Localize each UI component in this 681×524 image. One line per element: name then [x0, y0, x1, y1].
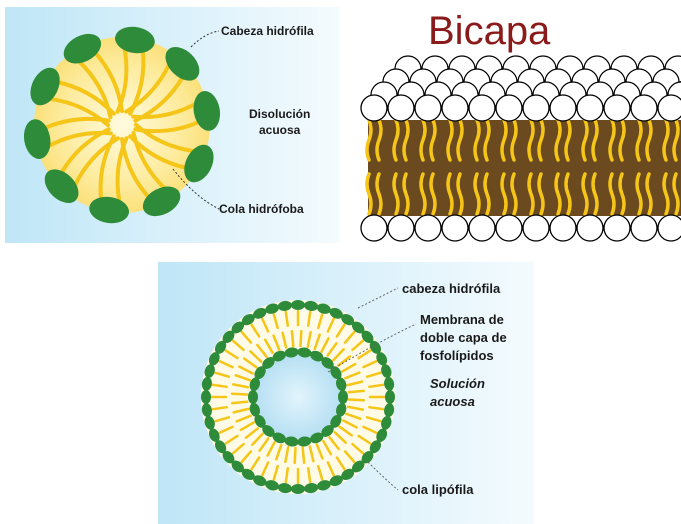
bottom-phospholipid-head — [388, 215, 414, 241]
outer-hydrophilic-head — [201, 390, 211, 404]
liposome-tail-label: cola lipófila — [402, 482, 474, 497]
micelle-head-label: Cabeza hidrófila — [221, 24, 314, 38]
micelle-solution-label-1: Disolución — [249, 107, 310, 121]
bilayer-svg: Bicapa — [352, 0, 681, 248]
bottom-phospholipid-head — [361, 215, 387, 241]
top-phospholipid-head — [658, 95, 681, 121]
top-phospholipid-head — [442, 95, 468, 121]
inner-lipid-tail — [292, 331, 293, 346]
bilayer-bottom-heads — [361, 215, 681, 241]
bilayer-title: Bicapa — [428, 9, 551, 53]
bottom-phospholipid-head — [415, 215, 441, 241]
liposome-diagram: cabeza hidrófila Membrana de doble capa … — [158, 262, 534, 524]
top-phospholipid-head — [496, 95, 522, 121]
bottom-phospholipid-head — [631, 215, 657, 241]
bottom-phospholipid-head — [604, 215, 630, 241]
inner-lipid-tail — [295, 448, 296, 463]
bilayer-diagram: Bicapa — [352, 0, 681, 248]
inner-hydrophilic-head — [248, 390, 258, 404]
bottom-phospholipid-head — [577, 215, 603, 241]
top-phospholipid-head — [550, 95, 576, 121]
bottom-phospholipid-head — [442, 215, 468, 241]
bottom-phospholipid-head — [496, 215, 522, 241]
inner-lipid-tail — [301, 331, 302, 346]
top-phospholipid-head — [523, 95, 549, 121]
micelle-solution-label-2: acuosa — [259, 123, 301, 137]
bottom-phospholipid-head — [658, 215, 681, 241]
bottom-phospholipid-head — [550, 215, 576, 241]
top-phospholipid-head — [361, 95, 387, 121]
bottom-phospholipid-head — [523, 215, 549, 241]
liposome-solution-label-1: Solución — [430, 376, 485, 391]
liposome-membrane-label-2: doble capa de — [420, 330, 507, 345]
top-phospholipid-head — [415, 95, 441, 121]
bilayer-core — [368, 120, 681, 216]
inner-lipid-tail — [349, 400, 364, 401]
liposome-head-label: cabeza hidrófila — [402, 281, 501, 296]
liposome-svg: cabeza hidrófila Membrana de doble capa … — [158, 262, 534, 524]
top-phospholipid-head — [604, 95, 630, 121]
bottom-phospholipid-head — [469, 215, 495, 241]
inner-lipid-tail — [349, 391, 364, 392]
micelle-svg: Cabeza hidrófila Disolución acuosa Cola … — [5, 7, 339, 243]
top-phospholipid-head — [388, 95, 414, 121]
inner-lipid-tail — [303, 448, 304, 463]
inner-lipid-tail — [232, 402, 247, 403]
micelle-diagram: Cabeza hidrófila Disolución acuosa Cola … — [5, 7, 339, 243]
liposome-solution-label-2: acuosa — [430, 394, 475, 409]
liposome-membrane-label-3: fosfolípidos — [420, 348, 494, 363]
micelle-tail-label: Cola hidrófoba — [219, 202, 304, 216]
top-phospholipid-head — [631, 95, 657, 121]
outer-hydrophilic-head — [291, 300, 305, 310]
top-phospholipid-head — [577, 95, 603, 121]
inner-hydrophilic-head — [338, 390, 348, 404]
outer-hydrophilic-head — [385, 390, 395, 404]
outer-hydrophilic-head — [291, 484, 305, 494]
liposome-membrane-label-1: Membrana de — [420, 312, 504, 327]
top-phospholipid-head — [469, 95, 495, 121]
inner-lipid-tail — [232, 394, 247, 395]
